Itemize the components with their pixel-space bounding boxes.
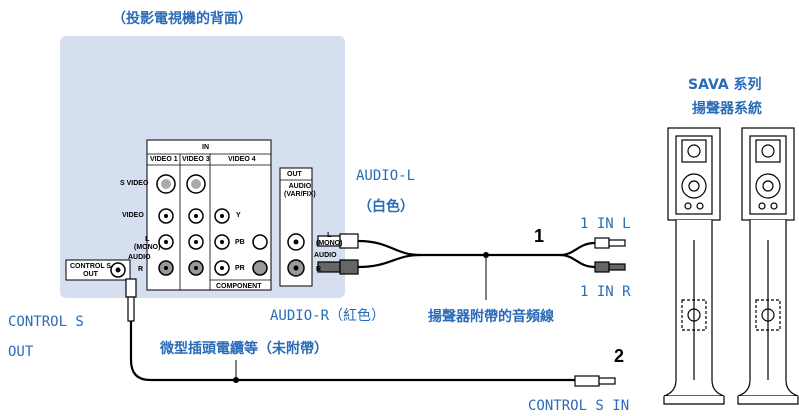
- video3-label: VIDEO 3: [182, 156, 210, 163]
- sava-title: SAVA 系列: [688, 77, 762, 93]
- s-video-jack-1: [156, 174, 176, 194]
- control-s-out-label-2: OUT: [8, 344, 34, 360]
- diagram-title: （投影電視機的背面）: [112, 11, 252, 27]
- out-jack-r: [287, 259, 305, 277]
- audio-plug-in-r: [594, 261, 626, 273]
- out-audio2-label: AUDIO: [314, 252, 337, 259]
- in-r-label: 1 IN R: [580, 284, 631, 300]
- mini-plug-label: 微型插頭電纜等（未附帶）: [160, 341, 328, 357]
- pb-label: PB: [235, 239, 245, 246]
- r-label: R: [138, 266, 144, 273]
- speaker-right: [737, 127, 799, 405]
- audio-plug-r: [317, 259, 359, 275]
- audio-r-label: AUDIO-R（紅色）: [270, 308, 386, 324]
- s-video-label: S VIDEO: [120, 180, 149, 187]
- pr-label: PR: [235, 265, 245, 272]
- speaker-audio-cable: [357, 239, 596, 300]
- audio-l-label: AUDIO-L: [356, 168, 416, 184]
- speaker-left: [663, 127, 725, 405]
- step-1-number: 1: [534, 226, 545, 246]
- component-label: COMPONENT: [216, 283, 262, 290]
- audio-plug-in-l: [594, 237, 626, 249]
- rca-jacks-right: [252, 234, 268, 276]
- white-label: （白色）: [358, 199, 414, 215]
- l-mono-label: L (MONO): [134, 236, 161, 251]
- out-audio-label: AUDIO (VAR/FIX): [284, 183, 316, 198]
- in-l-label: 1 IN L: [580, 216, 631, 232]
- video1-label: VIDEO 1: [150, 156, 178, 163]
- control-s-out-jack: [110, 262, 126, 278]
- video4-label: VIDEO 4: [228, 156, 256, 163]
- rca-jacks: [158, 208, 230, 276]
- out-label: OUT: [287, 171, 302, 178]
- control-s-in-label: CONTROL S IN: [528, 398, 630, 414]
- out-l-label: L (MONO): [316, 232, 343, 247]
- sava-subtitle: 揚聲器系統: [692, 101, 762, 117]
- video-label: VIDEO: [122, 212, 144, 219]
- control-s-cable: [125, 278, 616, 387]
- out-jack-l: [287, 233, 305, 251]
- control-s-out-small-label: CONTROL S OUT: [70, 263, 112, 278]
- step-2-number: 2: [614, 346, 625, 366]
- audio-label: AUDIO: [128, 254, 151, 261]
- out-r-label: R: [316, 266, 322, 273]
- y-label: Y: [236, 212, 241, 219]
- s-video-jack-3: [186, 174, 206, 194]
- speaker-cable-label: 揚聲器附帶的音頻線: [428, 309, 554, 325]
- control-s-out-label-1: CONTROL S: [8, 314, 84, 330]
- in-label: IN: [202, 144, 209, 151]
